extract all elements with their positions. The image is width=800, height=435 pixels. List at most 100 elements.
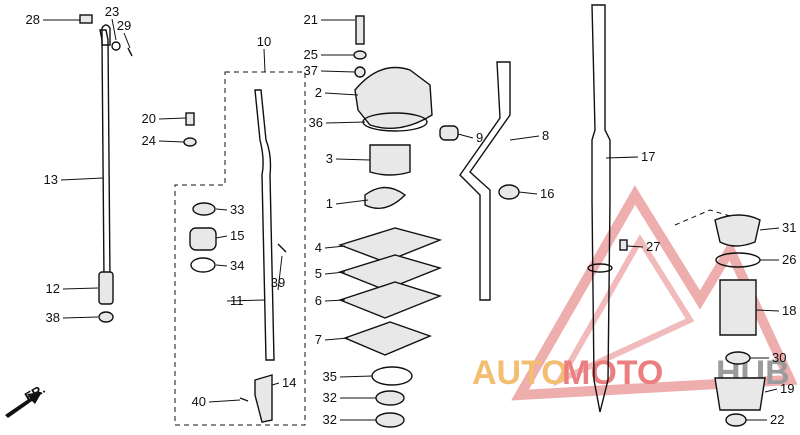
water-pump-stack [337,15,459,428]
leader-line-p7 [324,337,349,341]
bolt-20 [185,112,195,126]
part-number-p8: 8 [542,128,549,143]
callout-p10: 10 [257,34,271,73]
leader-line-p16 [518,191,538,195]
shift-cam-14 [254,374,273,423]
callout-p7: 7 [315,332,349,347]
drive-shaft-17 [591,4,611,413]
bolt-21 [355,15,365,45]
part-number-p28: 28 [26,12,40,27]
shift-rod-group [79,14,133,323]
callout-p26: 26 [760,252,796,267]
leader-line-p6 [324,299,346,302]
part-number-p26: 26 [782,252,796,267]
callout-p39: 39 [271,255,285,291]
part-number-p34: 34 [230,258,244,273]
gasket-6 [337,281,443,319]
callout-p19: 19 [764,381,794,396]
part-number-p7: 7 [315,332,322,347]
leader-line-p13 [60,177,104,181]
leader-line-p34 [215,264,228,267]
callout-p20: 20 [142,111,187,126]
callout-p32a: 32 [323,390,376,405]
callout-p25: 25 [304,47,354,62]
leader-line-p33 [215,208,228,211]
leader-line-p1 [335,199,369,205]
seal-32-upper [375,390,405,406]
washer-23 [111,41,121,51]
callout-p30: 30 [750,350,786,365]
nut-38 [98,311,114,323]
oring-35 [371,366,413,386]
part-number-p12: 12 [46,281,60,296]
part-number-p31: 31 [782,220,796,235]
part-number-p20: 20 [142,111,156,126]
part-number-p29: 29 [117,18,131,33]
drive-shaft-group [587,4,766,427]
key-27 [619,239,628,251]
leader-line-p5 [324,271,346,275]
leader-line-p2 [324,92,359,96]
leader-line-p36 [325,121,366,124]
leader-line-p15 [215,235,228,239]
leader-line-p3 [335,158,371,161]
callout-p5: 5 [315,266,346,281]
part-number-p18: 18 [782,303,796,318]
callout-p27: 27 [626,239,660,254]
leader-line-p39 [277,255,283,291]
pinion-gear-19 [714,377,766,411]
leader-line-p10 [263,48,266,73]
oring-34 [190,257,216,273]
callout-p22: 22 [746,412,784,427]
leader-line-p11 [226,299,266,302]
callout-p15: 15 [215,228,244,243]
group-outline-10 [174,71,306,426]
callout-p17: 17 [605,149,655,164]
bushing-33 [192,202,216,216]
shift-rod-box [174,71,306,426]
leader-line-p14 [271,382,280,386]
bolt-28 [79,14,93,24]
callout-p13: 13 [44,172,104,187]
callout-p21: 21 [304,12,355,27]
front-direction-arrow: FR. [5,381,48,418]
part-number-p6: 6 [315,293,322,308]
leader-line-p37 [320,70,356,73]
seal-32-lower [375,412,405,428]
grommet-37 [354,66,366,78]
part-number-p33: 33 [230,202,244,217]
callout-p6: 6 [315,293,346,308]
callout-p33: 33 [215,202,244,217]
part-number-p32b: 32 [323,412,337,427]
washer-25 [353,50,367,60]
callout-layer: 2823291312381020243315343911144021253723… [26,4,797,427]
pin-40 [239,397,249,402]
callout-p36: 36 [309,115,366,130]
shift-rod-11 [254,89,275,361]
callout-p16: 16 [518,186,554,201]
collar-12 [98,271,114,305]
part-number-p23: 23 [105,4,119,19]
bearing-31 [714,214,761,247]
part-number-p1: 1 [326,196,333,211]
part-number-p13: 13 [44,172,58,187]
part-number-p38: 38 [46,310,60,325]
watermark-moto: MOTO [562,354,663,392]
callout-p40: 40 [192,394,241,409]
part-number-p35: 35 [323,369,337,384]
pump-housing-2 [354,66,433,130]
callout-p37: 37 [304,63,356,78]
rod-bracket [101,24,111,46]
pin-29 [127,47,133,57]
leader-line-p35 [339,375,373,378]
part-number-p9: 9 [476,130,483,145]
watermark-auto: AUTO [472,354,568,392]
callout-p28: 28 [26,12,80,27]
leader-line-p27 [626,245,644,248]
insert-cartridge-3 [369,144,411,176]
callout-p2: 2 [315,85,359,100]
callout-p32b: 32 [323,412,376,427]
callout-p14: 14 [271,375,296,390]
bearing-30 [725,351,751,365]
